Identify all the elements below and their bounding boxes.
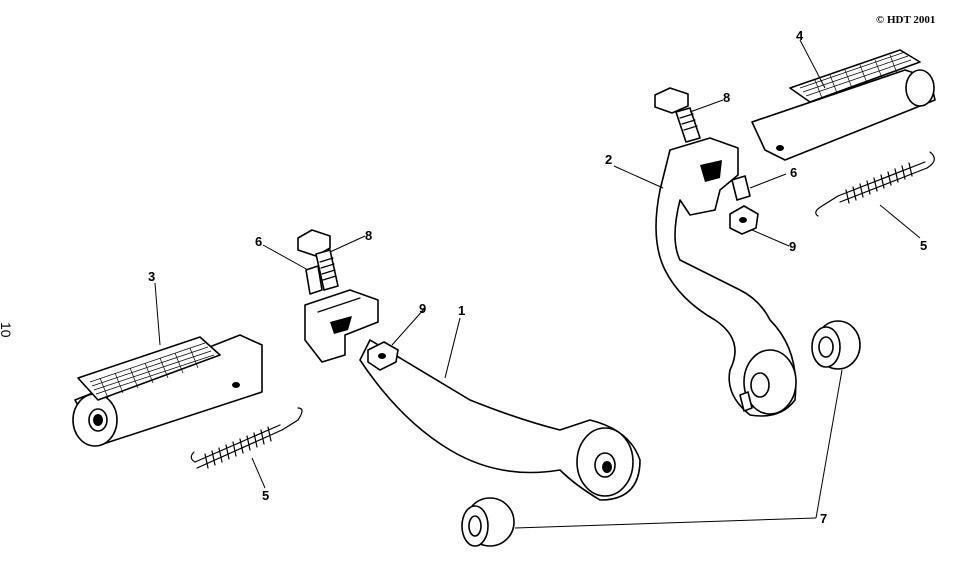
footrest-left (72, 334, 263, 447)
nut-left (367, 341, 399, 371)
nut-right (729, 205, 759, 235)
callout-8-right: 8 (723, 90, 730, 105)
callout-4: 4 (796, 28, 804, 43)
callout-7: 7 (820, 511, 827, 526)
bush-left (461, 497, 515, 547)
copyright-notice: © HDT 2001 (876, 14, 936, 26)
footrest-right (751, 49, 936, 161)
pedal-arm-right (655, 137, 797, 417)
callout-1: 1 (458, 303, 465, 318)
pedal-arm-left (304, 289, 641, 501)
callout-9-right: 9 (789, 239, 796, 254)
callout-3: 3 (148, 269, 155, 284)
bush-right (811, 320, 861, 370)
pin-left (305, 265, 323, 295)
spring-left (190, 407, 303, 469)
bolt-left (297, 229, 339, 291)
callout-8-left: 8 (365, 228, 372, 243)
bolt-right (654, 87, 701, 143)
leader-lines (154, 39, 921, 529)
spring-right (815, 151, 935, 217)
callout-6-left: 6 (255, 234, 262, 249)
callout-2: 2 (605, 152, 612, 167)
callout-5-right: 5 (920, 238, 927, 253)
pin-right (731, 175, 751, 201)
callout-labels: 1 2 3 4 5 5 6 6 7 8 8 9 9 (148, 28, 927, 526)
callout-9-left: 9 (419, 301, 426, 316)
callout-5-left: 5 (262, 488, 269, 503)
callout-6-right: 6 (790, 165, 797, 180)
